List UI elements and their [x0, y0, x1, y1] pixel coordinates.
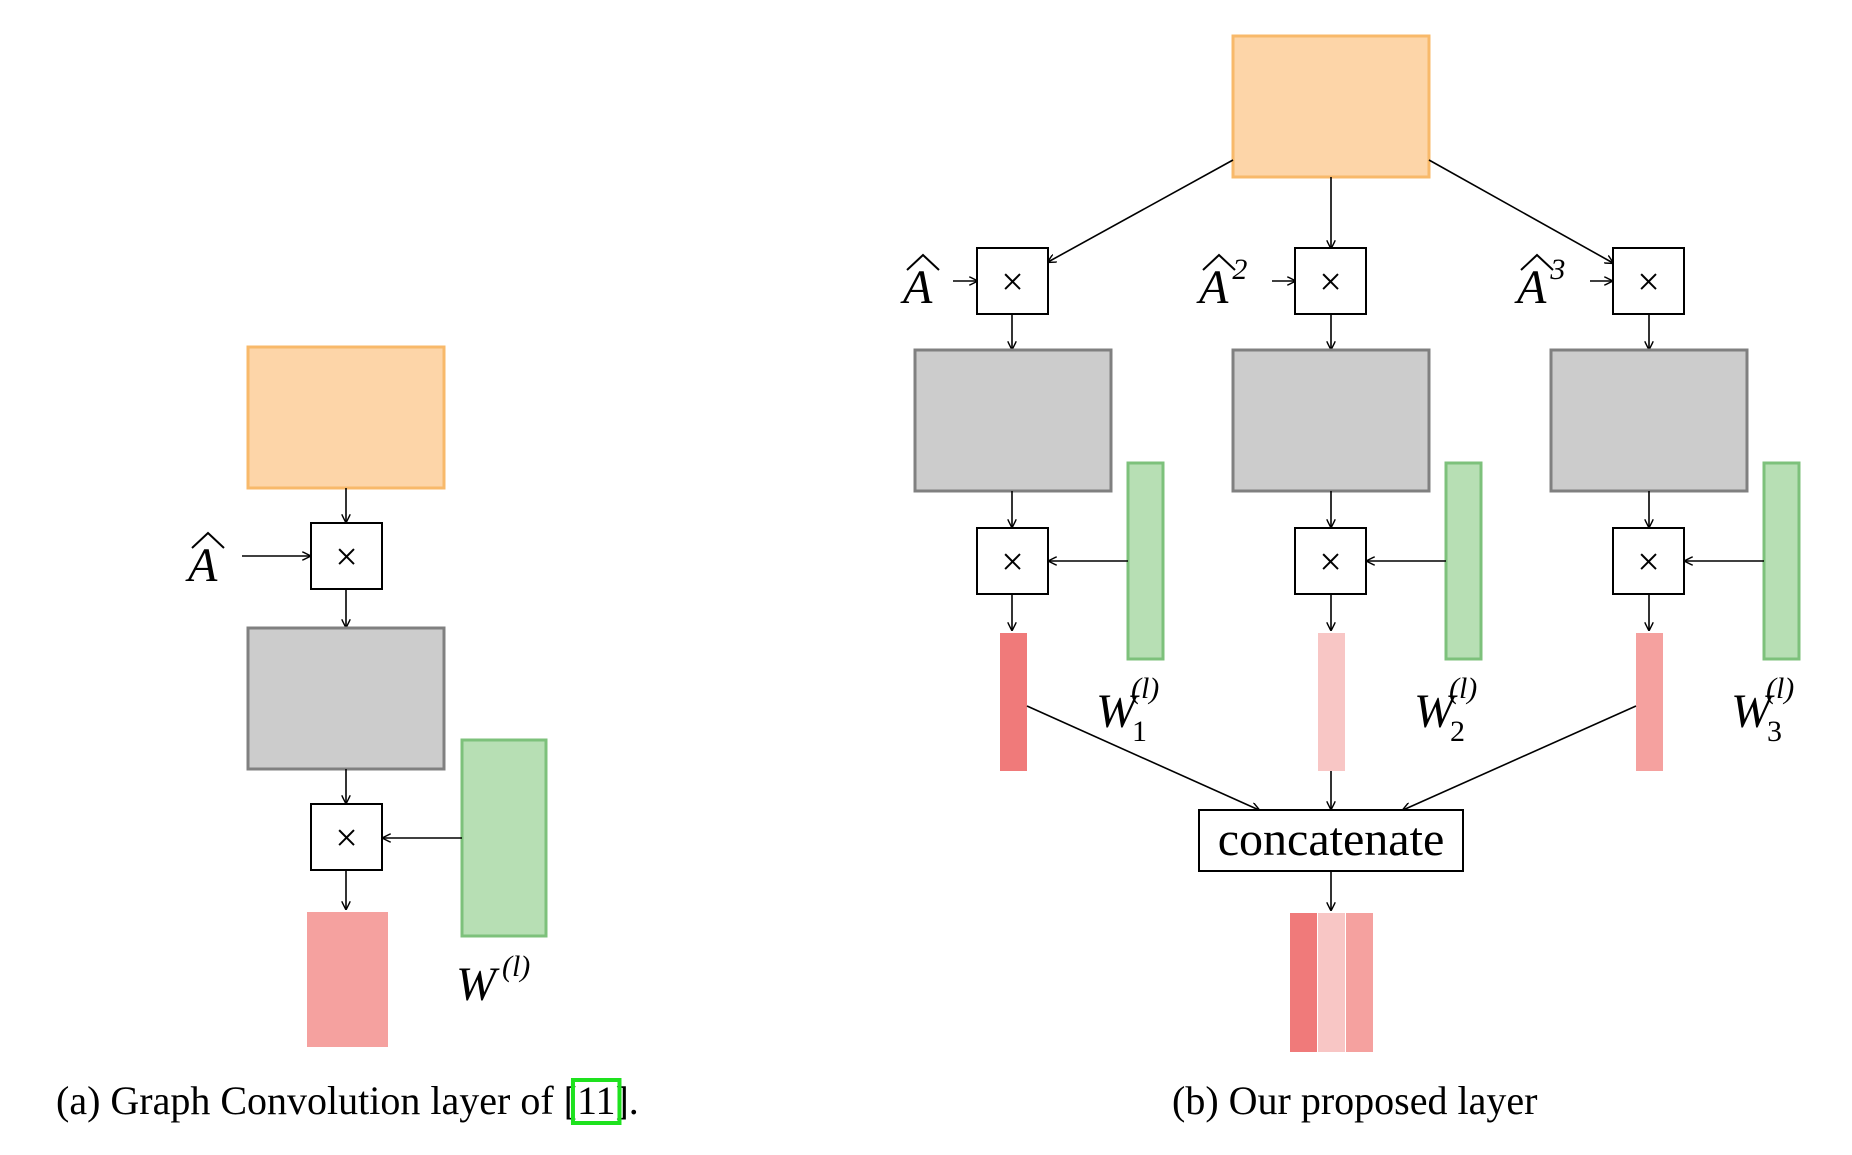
hat-mark: [1202, 253, 1236, 271]
concatenate-label: concatenate: [1218, 813, 1445, 866]
output-feature-block: [1636, 633, 1663, 771]
arrow-branch-3-to-concat: [1403, 705, 1637, 810]
weight-label: W(l): [456, 950, 530, 1011]
output-feature-block: [1318, 633, 1345, 771]
multiply-symbol: ×: [335, 815, 358, 860]
multiply-symbol: ×: [1319, 539, 1342, 584]
output-feature-block: [1000, 633, 1027, 771]
branch-1: A × × W1(l): [900, 247, 1165, 771]
weight-label: W3(l): [1731, 672, 1794, 748]
concatenated-output-block: [1290, 913, 1373, 1052]
adjacency-letter: A: [185, 539, 218, 592]
hidden-feature-block: [246, 626, 446, 771]
hidden-feature-block: [913, 348, 1113, 493]
arrow-input-to-branch-1: [1048, 159, 1234, 262]
multiply-symbol: ×: [1637, 259, 1660, 304]
weight-matrix-block: [460, 738, 548, 938]
arrow-branch-1-to-concat: [1026, 705, 1259, 810]
output-feature-block: [307, 912, 388, 1047]
output-segment-2: [1318, 913, 1345, 1052]
arrow-input-to-branch-3: [1428, 159, 1613, 263]
caption-a: (a) Graph Convolution layer of [11].: [56, 1078, 639, 1123]
multiply-symbol: ×: [1319, 259, 1342, 304]
hidden-feature-block: [1549, 348, 1749, 493]
hat-mark: [1520, 253, 1554, 271]
weight-matrix-block: [1762, 461, 1801, 661]
weight-matrix-block: [1126, 461, 1165, 661]
multiply-symbol: ×: [1637, 539, 1660, 584]
multiply-box: [310, 522, 383, 590]
hidden-feature-block: [1231, 348, 1431, 493]
output-segment-3: [1346, 913, 1373, 1052]
adjacency-label: A: [185, 531, 225, 592]
hat-mark: [191, 531, 225, 549]
adjacency-letter: A: [900, 261, 933, 314]
citation-link-box: [570, 1078, 622, 1125]
input-feature-block: [246, 345, 446, 490]
weight-label: W2(l): [1414, 672, 1477, 748]
weight-matrix-block: [1444, 461, 1483, 661]
multiply-symbol: ×: [1001, 259, 1024, 304]
concatenate-box: [1198, 809, 1464, 872]
weight-label: W1(l): [1096, 672, 1159, 748]
caption-b: (b) Our proposed layer: [1172, 1078, 1537, 1123]
input-feature-block: [1231, 34, 1431, 179]
hat-mark: [906, 253, 940, 271]
output-segment-1: [1290, 913, 1317, 1052]
panel-a: A × × W(l) (a) Graph Convolution layer o…: [56, 345, 639, 1125]
citation-link[interactable]: 11: [577, 1078, 616, 1123]
multiply-symbol: ×: [335, 534, 358, 579]
multiply-symbol: ×: [1001, 539, 1024, 584]
